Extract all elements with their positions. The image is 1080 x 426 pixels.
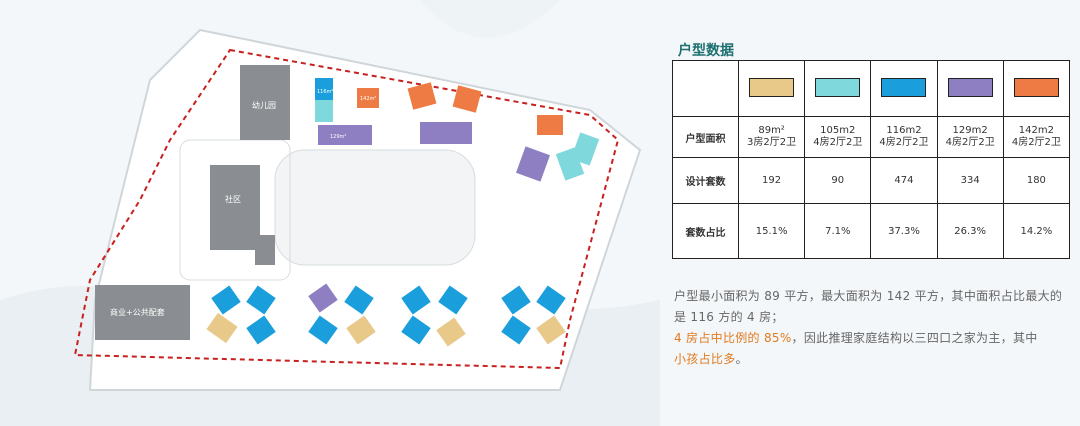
swatch-cell xyxy=(804,60,872,117)
unit-cluster-bottom-4 xyxy=(501,285,566,345)
unit-cluster-bottom-3 xyxy=(401,285,468,347)
ratio-cell: 7.1% xyxy=(804,203,872,259)
commercial-building: 商业+公共配套 xyxy=(95,285,190,340)
count-cell: 192 xyxy=(737,157,806,204)
color-swatch-129 xyxy=(947,77,993,97)
swatch-cell xyxy=(737,60,806,117)
color-swatch-116 xyxy=(881,77,927,97)
count-cell: 474 xyxy=(870,157,938,204)
row-label-count: 设计套数 xyxy=(672,157,739,204)
ratio-cell: 37.3% xyxy=(870,203,938,259)
commercial-label: 商业+公共配套 xyxy=(110,307,165,317)
empty-header-cell xyxy=(672,60,739,117)
swatch-cell xyxy=(870,60,938,117)
svg-text:142m²: 142m² xyxy=(360,96,376,102)
svg-text:129m²: 129m² xyxy=(330,134,346,140)
community-label: 社区 xyxy=(225,194,241,204)
svg-text:116m²: 116m² xyxy=(317,89,333,95)
color-swatch-89 xyxy=(749,77,795,97)
ratio-cell: 15.1% xyxy=(737,203,806,259)
ratio-cell: 26.3% xyxy=(936,203,1004,259)
central-plaza xyxy=(274,149,476,266)
table-row-ratio: 套数占比 15.1% 7.1% 37.3% 26.3% 14.2% xyxy=(672,203,1071,259)
row-label-area: 户型面积 xyxy=(672,116,739,158)
swatch-cell xyxy=(936,60,1004,117)
table-row-swatches xyxy=(672,60,1071,117)
description-line-1: 户型最小面积为 89 平方，最大面积为 142 平方，其中面积占比最大的是 11… xyxy=(674,289,1063,324)
unit-cluster-top: 116m² 142m² 129m² xyxy=(315,78,600,182)
kindergarten-building: 幼儿园 xyxy=(240,65,290,140)
unit-cluster-bottom-1 xyxy=(206,285,276,345)
site-plan-map: 幼儿园 社区 商业+公共配套 116m² 142m² 129m² xyxy=(0,28,660,426)
color-swatch-105 xyxy=(815,77,861,97)
count-cell: 180 xyxy=(1002,157,1071,204)
color-swatch-142 xyxy=(1013,77,1059,97)
table-title: 户型数据 xyxy=(678,43,734,59)
description-line-3: 。 xyxy=(735,352,748,366)
unit-cluster-bottom-2 xyxy=(308,283,376,345)
description-highlight-1: 4 房占中比例的 85% xyxy=(674,331,792,345)
community-building: 社区 xyxy=(210,165,275,265)
description-highlight-2: 小孩占比多 xyxy=(674,352,736,366)
kindergarten-label: 幼儿园 xyxy=(252,100,276,110)
ratio-cell: 14.2% xyxy=(1002,203,1071,259)
description-text: 户型最小面积为 89 平方，最大面积为 142 平方，其中面积占比最大的是 11… xyxy=(674,286,1074,370)
site-boundary xyxy=(73,48,620,370)
inner-road xyxy=(179,139,291,281)
count-cell: 90 xyxy=(804,157,872,204)
description-line-2: ，因此推理家庭结构以三四口之家为主，其中 xyxy=(791,331,1038,345)
table-row-count: 设计套数 192 90 474 334 180 xyxy=(672,157,1071,204)
swatch-cell xyxy=(1002,60,1071,117)
row-label-ratio: 套数占比 xyxy=(672,203,739,259)
count-cell: 334 xyxy=(936,157,1004,204)
